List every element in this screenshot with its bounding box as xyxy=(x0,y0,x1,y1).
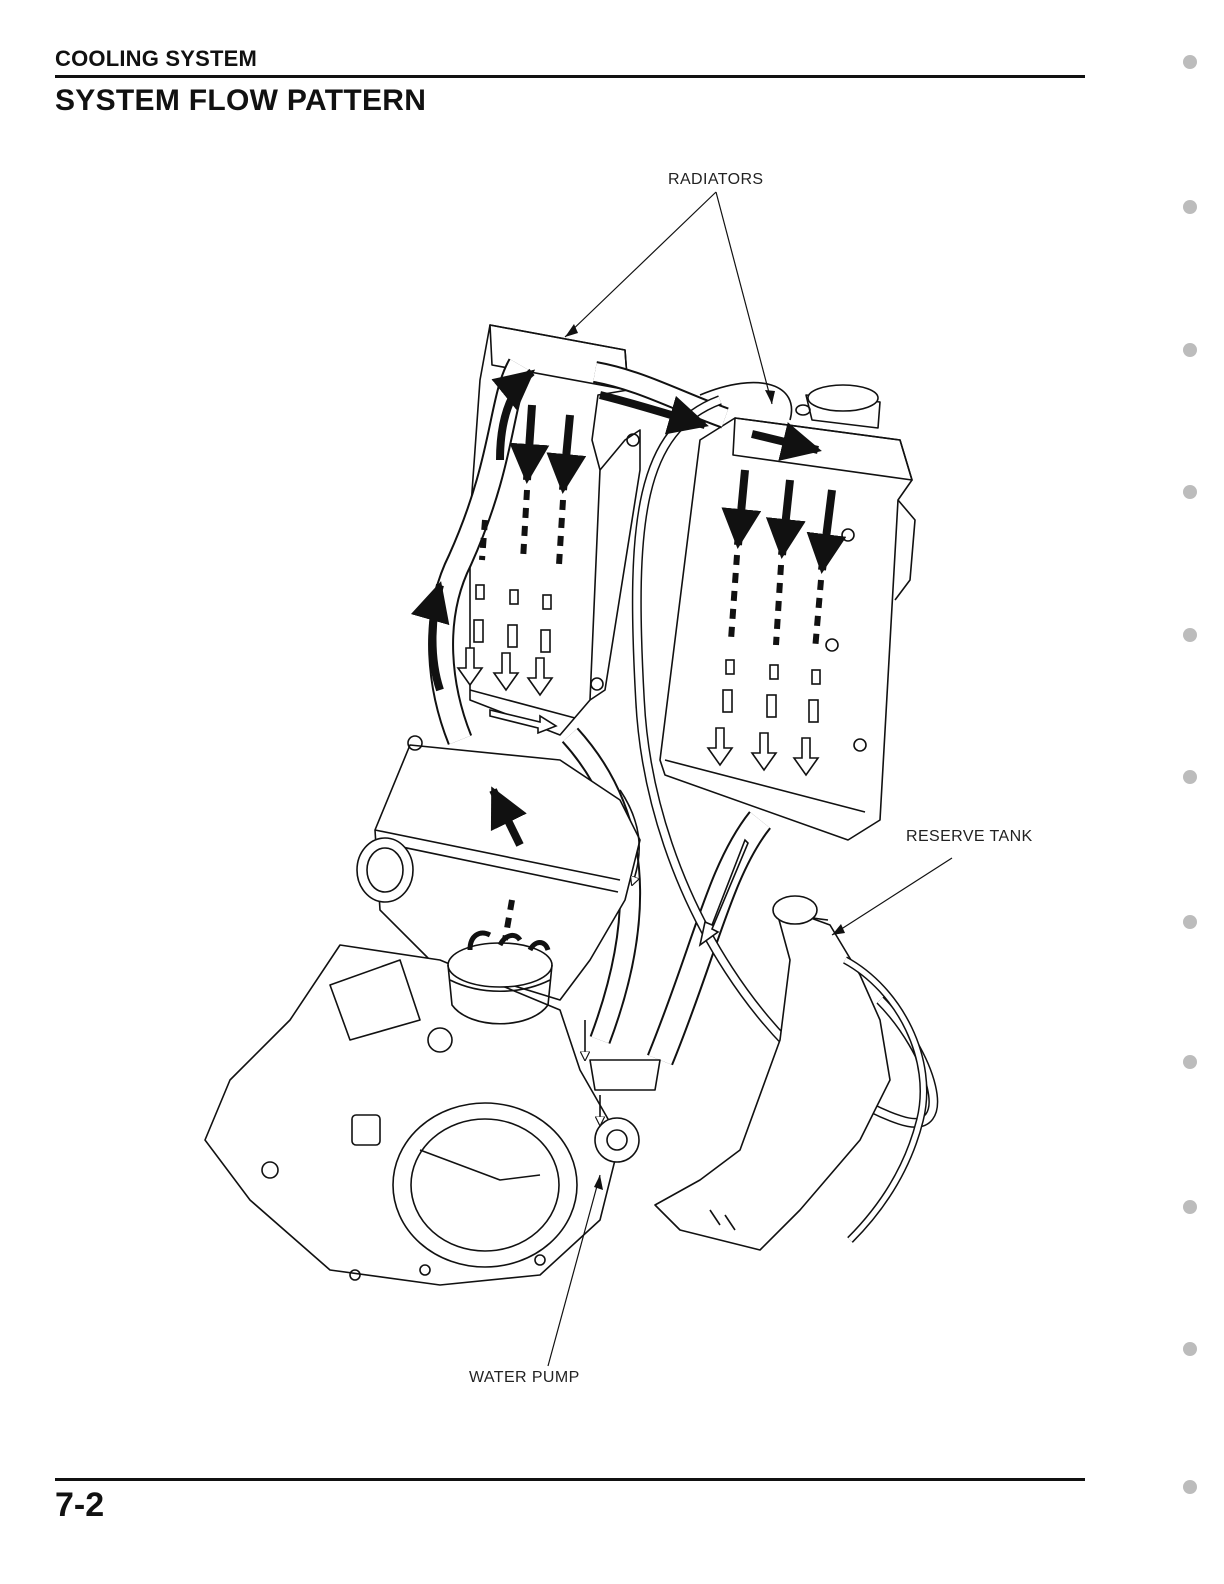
water-pump-label: WATER PUMP xyxy=(469,1369,580,1387)
page-number: 7-2 xyxy=(55,1486,104,1525)
binder-holes xyxy=(1180,0,1210,1584)
binder-hole xyxy=(1183,1200,1197,1214)
binder-hole xyxy=(1183,343,1197,357)
binder-hole xyxy=(1183,55,1197,69)
binder-hole xyxy=(1183,628,1197,642)
radiators-label: RADIATORS xyxy=(668,171,763,189)
binder-hole xyxy=(1183,200,1197,214)
binder-hole xyxy=(1183,1342,1197,1356)
binder-hole xyxy=(1183,915,1197,929)
right-radiator xyxy=(660,385,915,840)
binder-hole xyxy=(1183,770,1197,784)
binder-hole xyxy=(1183,1055,1197,1069)
engine xyxy=(205,736,660,1285)
footer-rule xyxy=(55,1478,1085,1481)
binder-hole xyxy=(1183,485,1197,499)
reserve-tank-label: RESERVE TANK xyxy=(906,828,1033,846)
binder-hole xyxy=(1183,1480,1197,1494)
